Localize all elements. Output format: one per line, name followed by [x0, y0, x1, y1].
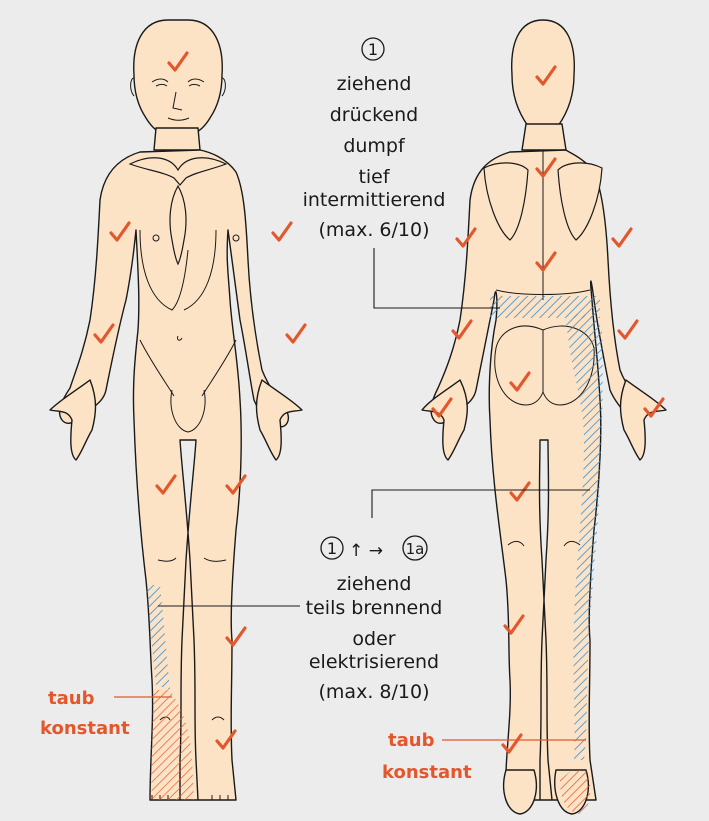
- annotation-1-line-3: dumpf: [343, 135, 406, 157]
- label-left-line-1: taub: [48, 688, 95, 709]
- annotation-1-marker: 1: [368, 40, 378, 59]
- annotation-1-line-2: drückend: [330, 104, 418, 126]
- annotation-2-marker-left: 1: [327, 539, 337, 558]
- label-right-line-1: taub: [388, 730, 435, 751]
- annotation-2-marker-right: 1a: [406, 540, 425, 558]
- annotation-1-line-1: ziehend: [337, 73, 412, 95]
- annotation-1-line-6: (max. 6/10): [319, 219, 430, 241]
- annotation-2-line-1: ziehend: [337, 573, 412, 595]
- annotation-2-line-2: teils brennend: [306, 597, 443, 619]
- annotation-2-arrow-text: ↑ →: [349, 541, 383, 561]
- label-left-line-2: konstant: [40, 718, 130, 739]
- label-right-line-2: konstant: [382, 762, 472, 783]
- annotation-2-line-4: elektrisierend: [309, 651, 439, 673]
- annotation-2-line-3: oder: [352, 628, 395, 650]
- annotation-2-line-5: (max. 8/10): [319, 681, 430, 703]
- annotation-1-line-4: tief: [358, 166, 390, 188]
- annotation-1-line-5: intermittierend: [303, 189, 446, 211]
